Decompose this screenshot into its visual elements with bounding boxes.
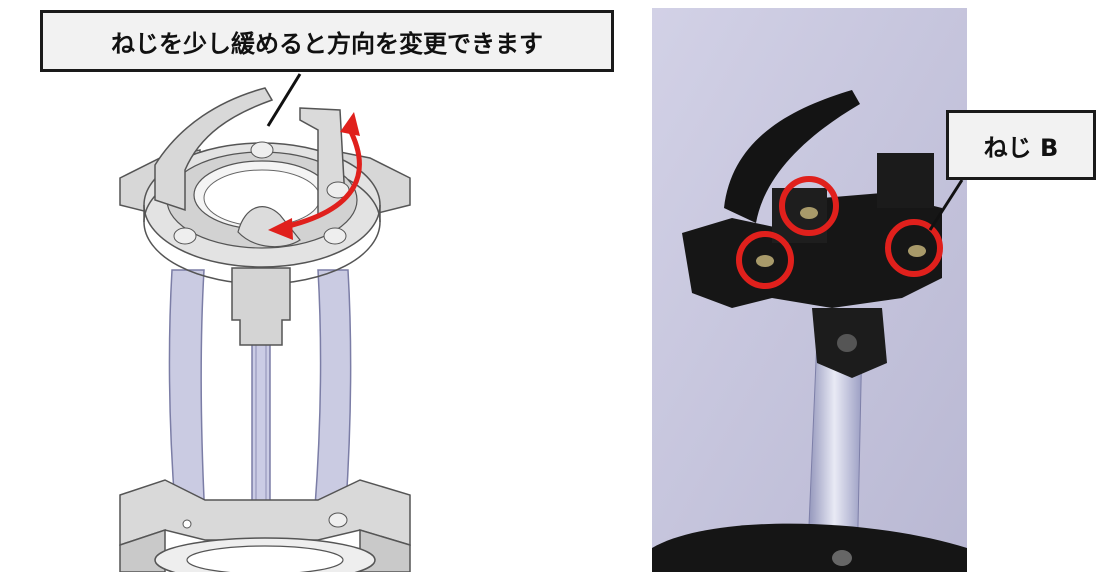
photo-illustration xyxy=(652,8,967,572)
screw-highlight-1 xyxy=(779,176,839,236)
screw-b-callout: ねじ B xyxy=(946,110,1096,180)
callout-leader-left xyxy=(266,73,302,127)
screw-highlight-2 xyxy=(736,231,794,289)
screw-3 xyxy=(908,245,926,257)
callout-leader-right-svg xyxy=(928,179,964,231)
finger-left xyxy=(154,87,274,212)
screw-2 xyxy=(756,255,774,267)
photo-panel xyxy=(652,8,967,572)
screw-1 xyxy=(800,207,818,219)
cad-render-panel xyxy=(119,73,411,572)
screw-loosen-callout: ねじを少し緩めると方向を変更できます xyxy=(40,10,614,72)
screw-head-4 xyxy=(323,227,347,245)
rotation-arrow-head-top xyxy=(340,112,360,136)
screw-highlight-3 xyxy=(885,219,943,277)
holder-arm-left xyxy=(724,90,860,223)
screw-head-3 xyxy=(173,227,197,245)
rotation-arrow xyxy=(279,124,362,231)
bottom-ring xyxy=(652,523,967,572)
acrylic-leg-right xyxy=(313,269,352,521)
cad-render xyxy=(119,73,411,572)
rotation-arrow-head-left xyxy=(268,218,293,240)
screw-head-1 xyxy=(250,141,274,159)
screw-b-callout-text: ねじ B xyxy=(983,133,1059,162)
callout-leader-right xyxy=(928,179,964,231)
screw-loosen-callout-text: ねじを少し緩めると方向を変更できます xyxy=(111,29,543,58)
acrylic-leg-left xyxy=(168,269,206,521)
